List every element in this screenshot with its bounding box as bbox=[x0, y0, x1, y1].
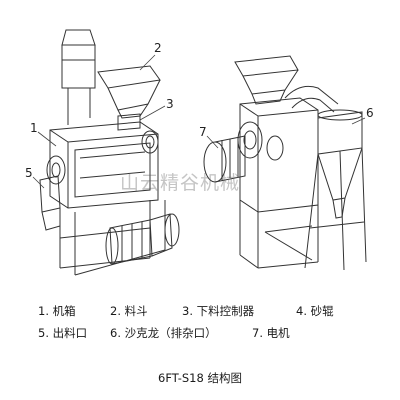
legend-item-sand-roller: 4. 砂辊 bbox=[296, 304, 334, 318]
legend-item-cabinet: 1. 机箱 bbox=[38, 304, 76, 318]
diagram-caption: 6FT-S18 结构图 bbox=[158, 371, 242, 385]
parts-legend: 1. 机箱 2. 料斗 3. 下料控制器 4. 砂辊 5. 出料口 6. 沙克龙… bbox=[0, 302, 400, 346]
right-machine-view bbox=[203, 55, 367, 271]
callout-cabinet: 1 bbox=[30, 121, 38, 135]
callout-hopper: 2 bbox=[154, 41, 162, 55]
legend-item-cyclone: 6. 沙克龙（排杂口） bbox=[110, 326, 217, 340]
callout-motor: 7 bbox=[199, 125, 207, 139]
callout-outlet: 5 bbox=[25, 166, 33, 180]
callout-cyclone: 6 bbox=[366, 106, 374, 120]
left-machine-view bbox=[39, 29, 180, 276]
legend-item-hopper: 2. 料斗 bbox=[110, 304, 148, 318]
legend-row-1: 1. 机箱 2. 料斗 3. 下料控制器 4. 砂辊 bbox=[0, 302, 400, 324]
callout-feed-controller: 3 bbox=[166, 97, 174, 111]
leader-lines bbox=[32, 54, 366, 189]
legend-row-2: 5. 出料口 6. 沙克龙（排杂口） 7. 电机 bbox=[0, 324, 400, 346]
legend-item-motor: 7. 电机 bbox=[252, 326, 290, 340]
legend-item-outlet: 5. 出料口 bbox=[38, 326, 88, 340]
legend-item-feed-controller: 3. 下料控制器 bbox=[182, 304, 255, 318]
watermark-text: 山云精谷机械 bbox=[120, 172, 241, 194]
